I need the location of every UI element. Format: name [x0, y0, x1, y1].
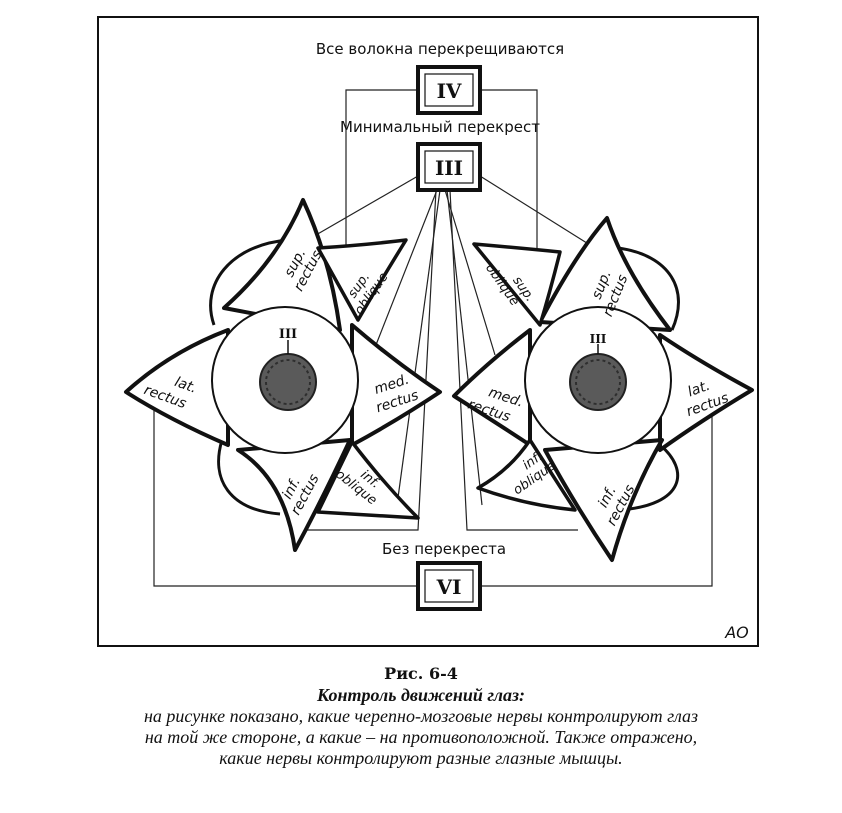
label-no-crossing: Без перекреста: [382, 540, 506, 558]
nerve-vi-label: VI: [436, 575, 462, 599]
eye-muscles-diagram: III sup. rectus sup. oblique lat. rectus…: [97, 16, 759, 647]
artist-signature: AO: [724, 623, 749, 642]
right-lat-rectus-shape: [658, 333, 754, 452]
left-eye-nerve-mark: III: [279, 327, 297, 342]
nerve-iv-label: IV: [437, 79, 462, 103]
caption-line-2: на той же стороне, а какие – на противоп…: [144, 727, 698, 747]
left-lat-rectus-lat: lat.: [172, 374, 199, 397]
left-sup-rectus-shape: [222, 198, 342, 332]
right-pupil-ring: [575, 359, 621, 405]
left-pupil-ring: [265, 359, 311, 405]
right-sup-rectus-shape: [538, 216, 672, 332]
right-inf-rectus-shape: [543, 438, 664, 562]
caption-number: Рис. 6-4: [384, 664, 458, 683]
nerve-iii-label: III: [435, 156, 463, 180]
nerve-iv-box: IV: [416, 65, 482, 115]
right-med-rectus-shape: [452, 328, 532, 447]
right-pupil: [569, 353, 627, 411]
caption-title: Контроль движений глаз:: [316, 685, 526, 705]
figure-frame: [97, 16, 759, 647]
figure-caption: Рис. 6-4 Контроль движений глаз: на рису…: [0, 664, 842, 769]
left-lat-rectus-shape: [124, 328, 230, 447]
caption-line-1: на рисунке показано, какие черепно-мозго…: [143, 706, 699, 726]
left-eye-muscle-loop-bottom: [217, 439, 281, 516]
right-eye-nerve-mark: III: [590, 332, 607, 346]
right-sup-oblique-shape: [472, 242, 562, 327]
right-inf-oblique-shape: [476, 438, 577, 512]
nerve-vi-box: VI: [416, 561, 482, 611]
left-eye: III sup. rectus sup. oblique lat. rectus…: [124, 198, 442, 552]
left-eye-muscle-loop-top: [209, 238, 289, 326]
nerve-wires: [153, 89, 713, 587]
left-pupil: [259, 353, 317, 411]
caption-line-3: какие нервы контролируют разные глазные …: [219, 748, 623, 768]
right-eye-muscle-loop-bottom: [619, 443, 679, 512]
left-sup-oblique-shape: [316, 238, 408, 322]
right-eye: III sup. rectus sup. oblique med. rectus…: [452, 216, 754, 562]
right-lat-rectus-lat: lat.: [686, 378, 713, 401]
label-all-fibers-cross: Все волокна перекрещиваются: [316, 40, 564, 58]
right-eye-muscle-loop-top: [617, 246, 680, 331]
left-med-rectus-shape: [350, 323, 442, 447]
left-inf-rectus-shape: [236, 438, 352, 552]
left-inf-oblique-shape: [316, 440, 420, 520]
nerve-iii-box: III: [416, 142, 482, 192]
label-minimal-crossing: Минимальный перекрест: [340, 118, 540, 136]
